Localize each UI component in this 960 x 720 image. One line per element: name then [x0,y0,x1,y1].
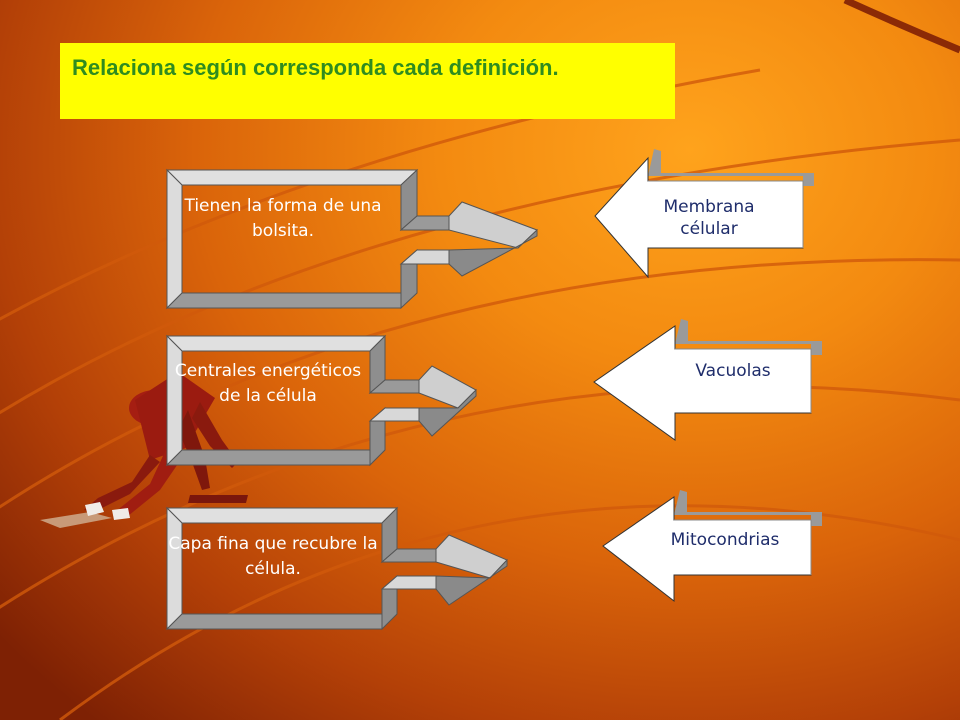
answer-arrow-3 [602,490,822,603]
answer-arrow-1 [594,149,814,279]
answer-text-1: Membrana célular [663,197,755,239]
definition-callout-1 [165,168,538,310]
definition-text-1: Tienen la forma de una bolsita. [184,196,382,241]
definition-callout-2 [165,334,477,467]
definition-text-2: Centrales energéticos de la célula [174,361,362,406]
definition-callout-3 [165,506,508,631]
answer-text-2: Vacuolas [695,361,771,381]
definition-text-3: Capa fina que recubre la célula. [168,534,378,579]
title-box: Relaciona según corresponda cada definic… [60,43,675,119]
answer-text-3: Mitocondrias [670,530,780,550]
page-title: Relaciona según corresponda cada definic… [72,55,559,80]
answer-arrow-2 [593,319,822,441]
track-arc-top-right [843,0,960,54]
